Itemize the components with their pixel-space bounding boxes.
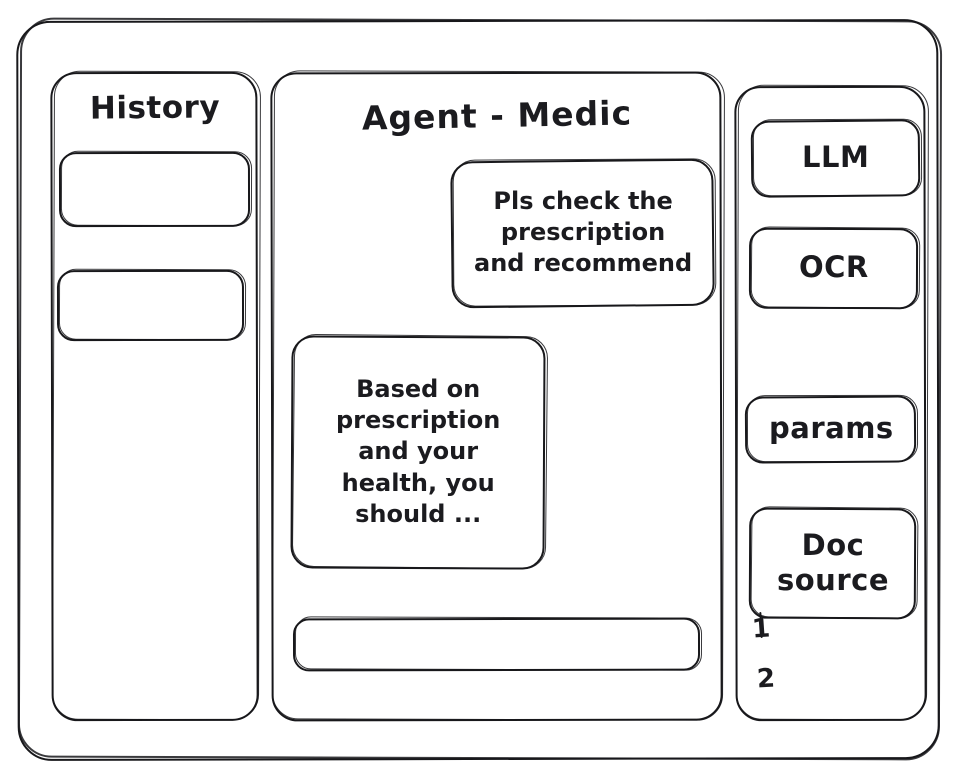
history-panel-title: History — [89, 89, 221, 127]
user-message-text: Pls check the prescription and recommend — [473, 187, 693, 278]
assistant-message-text: Based on prescription and your health, y… — [336, 375, 501, 528]
doc-source-item-2[interactable]: 2 — [756, 663, 776, 695]
assistant-message-bubble: Based on prescription and your health, y… — [291, 335, 546, 569]
message-input[interactable] — [294, 618, 700, 670]
doc-source-item-1[interactable]: 1 — [750, 613, 772, 645]
tool-card-llm[interactable]: LLM — [752, 119, 921, 196]
user-message-bubble: Pls check the prescription and recommend — [451, 159, 714, 307]
tool-card-params-label: params — [768, 411, 894, 446]
history-item-2[interactable] — [58, 270, 244, 340]
tool-card-doc-source[interactable]: Doc source — [750, 507, 917, 618]
tool-card-params[interactable]: params — [746, 396, 916, 463]
tool-card-llm-label: LLM — [802, 140, 870, 175]
history-item-1[interactable] — [60, 152, 250, 226]
tool-card-ocr-label: OCR — [799, 250, 869, 285]
tool-card-doc-source-label: Doc source — [777, 527, 889, 597]
tool-card-ocr[interactable]: OCR — [750, 228, 918, 309]
